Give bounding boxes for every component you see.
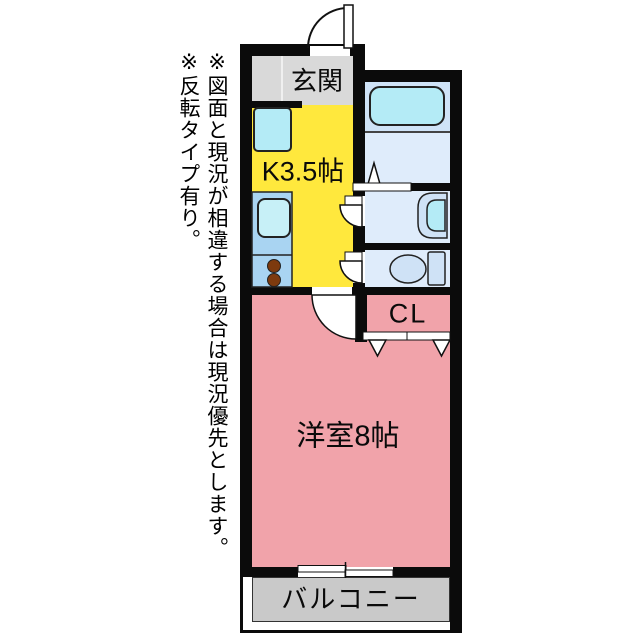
wall-divider xyxy=(353,44,365,294)
balcony-label: バルコニー xyxy=(281,584,421,614)
kitchen-label: K3.5帖 xyxy=(261,156,345,187)
entrance-step-wall xyxy=(240,101,302,108)
disclaimer-note: ※図面と現況が相違する場合は現況優先とします。 xyxy=(205,50,228,559)
entry-opening xyxy=(310,46,350,56)
wall-closet-left xyxy=(355,287,367,342)
balcony-floor xyxy=(252,577,450,622)
wall-right xyxy=(450,70,462,630)
western-room-label: 洋室8帖 xyxy=(296,420,400,453)
wall-left xyxy=(240,44,252,577)
entrance-room xyxy=(252,56,353,105)
reversal-note: ※反転タイプ有り。 xyxy=(177,50,200,251)
washroom xyxy=(365,133,450,183)
entry-door-leaf xyxy=(343,4,354,49)
closet-label: CL xyxy=(388,298,428,329)
vertical-notes: ※図面と現況が相違する場合は現況優先とします。 ※反転タイプ有り。 xyxy=(174,50,230,620)
entry-door-arc xyxy=(307,7,349,49)
wall-washroom-vanity xyxy=(365,183,450,191)
bath-partition-line xyxy=(365,131,450,133)
kitchen-room xyxy=(252,105,353,287)
bathroom xyxy=(365,82,450,131)
wall-top-right xyxy=(353,70,462,82)
shoe-cabinet-divider xyxy=(281,56,283,105)
room-door-opening xyxy=(312,287,352,295)
wall-vanity-toilet xyxy=(365,243,450,250)
window-opening xyxy=(298,567,393,577)
vanity-room xyxy=(365,191,450,243)
door1-opening xyxy=(353,196,365,226)
door2-opening xyxy=(353,252,365,283)
toilet-room xyxy=(365,250,450,287)
entrance-label: 玄関 xyxy=(290,66,344,96)
